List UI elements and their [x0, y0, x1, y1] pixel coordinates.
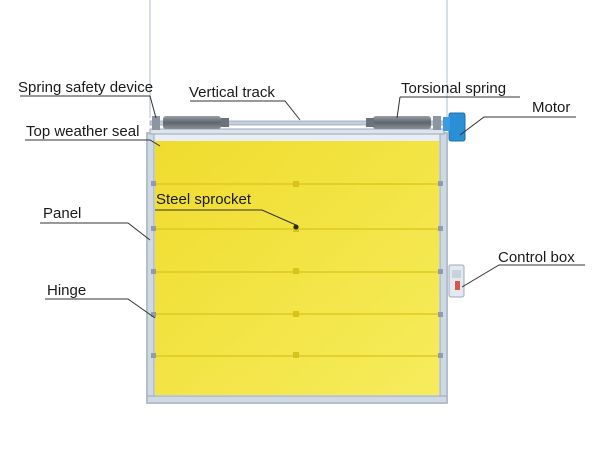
label-steel-sprocket: Steel sprocket [156, 191, 252, 208]
left-torsion-spring [163, 116, 221, 129]
leader-lines [20, 95, 585, 319]
left-shaft-bracket [152, 116, 160, 130]
control-box-button [455, 281, 460, 290]
bottom-rail [146, 395, 448, 404]
label-spring-safety-device: Spring safety device [18, 79, 153, 96]
label-control-box: Control box [498, 249, 575, 266]
top-weather-seal [149, 128, 445, 135]
right-vertical-track [439, 132, 448, 404]
motor-housing-top [443, 117, 450, 131]
label-top-weather-seal: Top weather seal [26, 123, 139, 140]
label-panel: Panel [43, 205, 81, 222]
right-spring-mount [366, 118, 374, 127]
left-spring-mount [221, 118, 229, 127]
label-vertical-track: Vertical track [189, 84, 275, 101]
motor [448, 112, 466, 142]
label-torsional-spring: Torsional spring [401, 80, 506, 97]
label-hinge: Hinge [47, 282, 86, 299]
right-shaft-bracket [433, 116, 441, 130]
label-motor: Motor [532, 99, 570, 116]
steel-sprocket-marker [293, 224, 299, 230]
control-box-window [452, 270, 461, 278]
right-torsion-spring [373, 116, 431, 129]
left-vertical-track [146, 132, 155, 404]
